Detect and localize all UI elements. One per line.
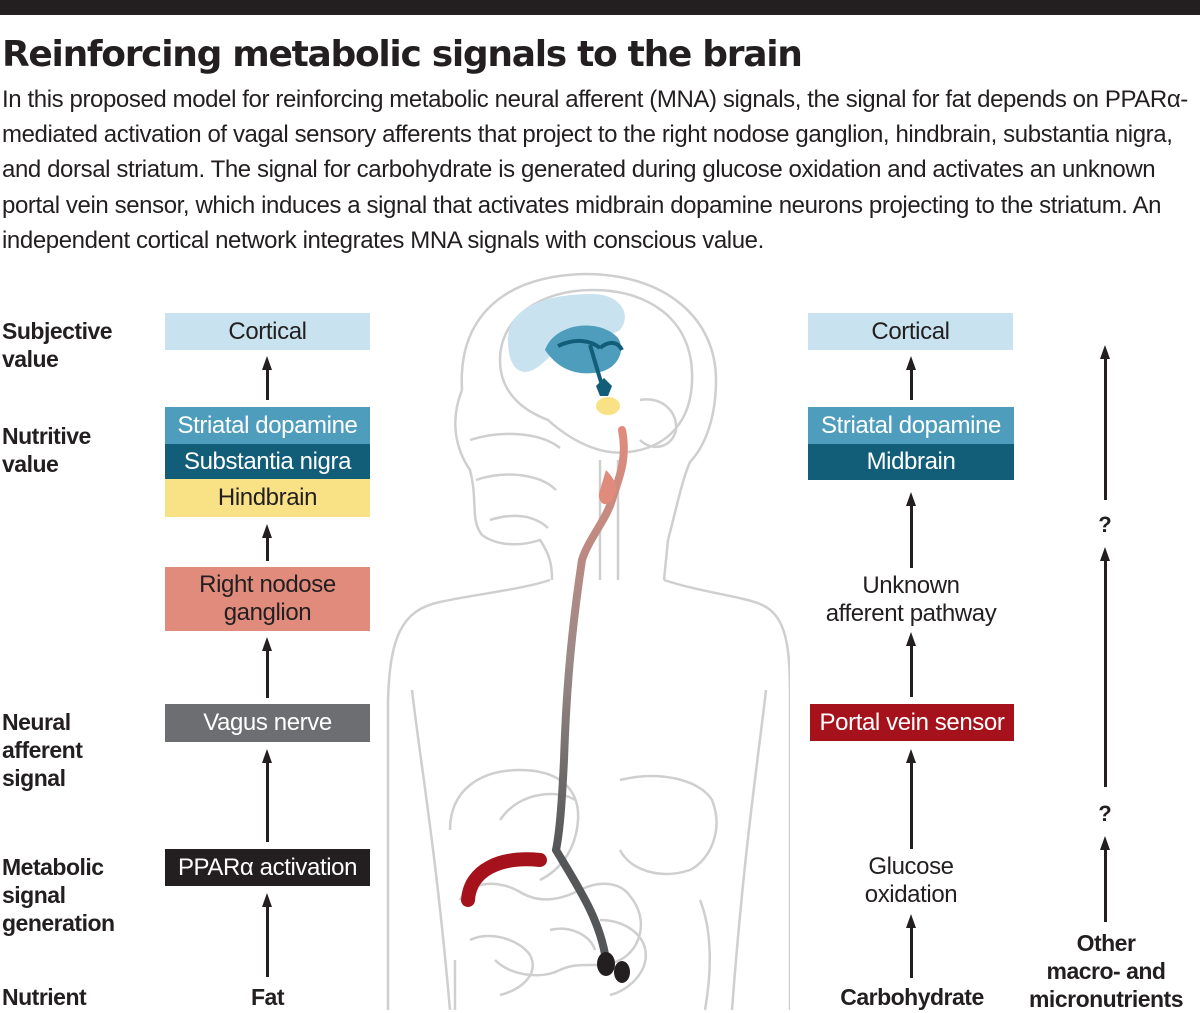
fat-arrow-to-ppar — [262, 893, 272, 977]
gut-terminal-right — [614, 961, 630, 983]
carb-unknown-afferent-pathway-label: Unknown afferent pathway — [825, 572, 997, 627]
other-arrow-middle — [1100, 547, 1110, 787]
hindbrain-region — [596, 397, 620, 415]
fat-arrow-to-hindbrain — [262, 524, 272, 561]
fat-substantia-nigra-box: Substantia nigra — [165, 444, 370, 479]
carb-arrow-to-glucose-oxidation — [906, 914, 916, 978]
carb-striatal-dopamine-box: Striatal dopamine — [808, 407, 1014, 444]
carb-arrow-to-midbrain — [906, 492, 916, 568]
fat-striatal-dopamine-box: Striatal dopamine — [165, 407, 370, 444]
row-label-subjective-value: Subjective value — [2, 318, 113, 372]
vagus-nerve-lower — [552, 846, 610, 964]
human-body-illustration — [386, 272, 790, 1011]
other-question-mark-upper: ? — [1098, 512, 1112, 537]
other-arrow-top — [1100, 345, 1110, 500]
row-label-nutrient: Nutrient — [2, 984, 87, 1010]
row-label-nutritive-value: Nutritive value — [2, 423, 91, 477]
carb-glucose-oxidation-label: Glucose oxidation — [864, 853, 958, 908]
fat-ppar-activation-box: PPARα activation — [165, 849, 370, 886]
carb-arrow-to-cortical — [906, 356, 916, 400]
gut-terminal-left — [597, 952, 615, 976]
liver-outline — [618, 774, 718, 876]
other-nutrients-label: Other macro- and micronutrients — [1028, 930, 1184, 1012]
cerebellum-outline — [639, 398, 678, 449]
nodose-ganglion — [598, 470, 617, 505]
left-arm-line — [410, 689, 452, 1011]
substantia-nigra-region — [596, 378, 612, 396]
carb-portal-vein-sensor-box: Portal vein sensor — [810, 704, 1014, 741]
carb-arrow-to-unknown-pathway — [906, 632, 916, 697]
intestine-outline-lower — [469, 918, 648, 997]
row-label-metabolic-signal-generation: Metabolic signal generation — [2, 854, 115, 936]
top-rule — [0, 0, 1200, 15]
right-shoulder-outline — [663, 578, 790, 1010]
other-arrow-bottom — [1100, 836, 1110, 922]
fat-hindbrain-box: Hindbrain — [165, 479, 370, 517]
sinus-outline — [469, 432, 561, 529]
fat-vagus-nerve-box: Vagus nerve — [165, 704, 370, 742]
striatum-region — [545, 325, 622, 374]
colon-outline — [453, 899, 711, 1011]
right-arm-line — [730, 689, 768, 1011]
other-question-mark-lower: ? — [1098, 801, 1112, 826]
portal-vein — [461, 852, 547, 907]
stomach-fold — [498, 792, 576, 821]
left-shoulder-outline — [386, 578, 551, 1010]
brain-outline — [498, 288, 694, 454]
fat-nutrient-label: Fat — [251, 984, 285, 1010]
fat-arrow-to-cortical — [262, 356, 272, 400]
stomach-outline — [448, 768, 580, 882]
carb-nutrient-label: Carbohydrate — [840, 984, 984, 1010]
fat-cortical-box: Cortical — [165, 313, 370, 350]
figure-title: Reinforcing metabolic signals to the bra… — [2, 34, 803, 75]
fat-arrow-to-nodose — [262, 637, 272, 698]
carb-midbrain-box: Midbrain — [808, 444, 1014, 480]
intestine-outline-upper — [458, 882, 643, 977]
row-label-neural-afferent-signal: Neural afferent signal — [2, 709, 83, 791]
head-outline — [460, 272, 718, 581]
carb-arrow-to-portal-vein — [906, 749, 916, 849]
fat-arrow-to-vagus — [262, 749, 272, 842]
face-outline — [454, 389, 554, 581]
figure-description: In this proposed model for reinforcing m… — [2, 86, 1188, 254]
carb-cortical-box: Cortical — [808, 313, 1013, 350]
fat-right-nodose-ganglion-box: Right nodose ganglion — [165, 567, 370, 631]
